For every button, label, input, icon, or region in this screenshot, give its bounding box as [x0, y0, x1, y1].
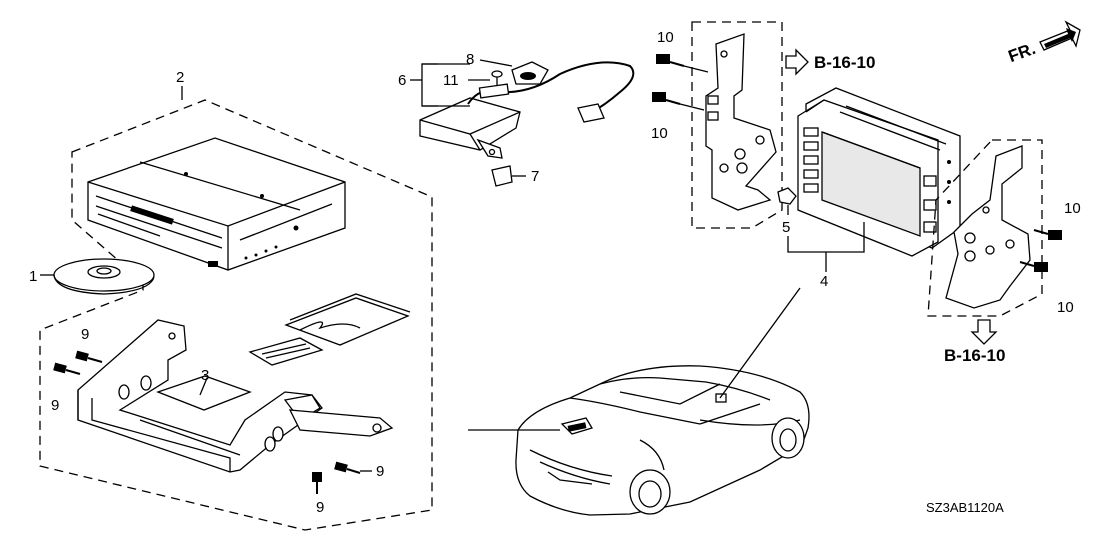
- clip-5: [777, 187, 797, 205]
- reference-label-bottom: B-16-10: [944, 346, 1005, 365]
- callout-1: 1: [29, 268, 37, 285]
- callout-5: 5: [782, 219, 790, 236]
- bolt-9-d: [312, 472, 322, 494]
- navigation-display-unit: [797, 87, 961, 257]
- map-disc: [53, 258, 155, 295]
- upper-bracket-boundary: [691, 21, 783, 229]
- leader-6-bracket: [421, 63, 438, 107]
- callout-2: 2: [176, 69, 184, 86]
- bolt-9-a: [75, 350, 103, 363]
- callout-10-a: 10: [657, 29, 674, 46]
- callout-3: 3: [201, 367, 209, 384]
- owners-manual-bag: [284, 293, 411, 346]
- reference-label-top: B-16-10: [814, 53, 875, 72]
- callout-8: 8: [466, 51, 474, 68]
- leader-display-location: [719, 287, 801, 399]
- callout-4: 4: [820, 273, 828, 290]
- callout-10-b: 10: [651, 125, 668, 142]
- screw-11: [491, 70, 503, 86]
- callout-11: 11: [443, 72, 459, 89]
- right-display-bracket: [945, 145, 1031, 309]
- callout-9-d: 9: [316, 499, 324, 516]
- leader-3: [199, 377, 208, 396]
- callout-10-c: 10: [1064, 200, 1081, 217]
- gps-antenna: [419, 61, 635, 159]
- leader-8: [479, 59, 513, 67]
- callout-6: 6: [398, 72, 406, 89]
- reference-arrow-right-icon: [785, 48, 809, 76]
- bolt-9-c: [334, 461, 361, 474]
- callout-10-d: 10: [1057, 299, 1074, 316]
- front-marker-label: FR.: [1006, 39, 1038, 66]
- mounting-bracket: [77, 319, 394, 473]
- leader-10b: [679, 103, 705, 111]
- front-direction-arrow-icon: [1039, 20, 1081, 51]
- lower-bracket-boundary: [927, 139, 1043, 317]
- navigation-drive-unit: [87, 137, 346, 271]
- car-location-view: [515, 365, 810, 516]
- diagram-code: SZ3AB1120A: [926, 500, 1004, 515]
- bolt-10-d: [1019, 261, 1048, 272]
- callout-9-a: 9: [81, 326, 89, 343]
- callout-7: 7: [531, 168, 539, 185]
- bolt-10-a: [656, 54, 685, 67]
- callout-9-b: 9: [51, 397, 59, 414]
- bolt-9-b: [53, 362, 81, 375]
- callout-9-c: 9: [376, 463, 384, 480]
- reference-arrow-down-icon: [970, 319, 998, 345]
- antenna-clip-8: [511, 61, 549, 85]
- leader-10a: [683, 65, 709, 73]
- label-card: [248, 337, 324, 366]
- bolt-10-b: [652, 92, 681, 105]
- kit-boundary: [39, 99, 433, 531]
- bolt-10-c: [1033, 229, 1062, 240]
- clip-7: [491, 165, 513, 187]
- left-display-bracket: [705, 33, 777, 211]
